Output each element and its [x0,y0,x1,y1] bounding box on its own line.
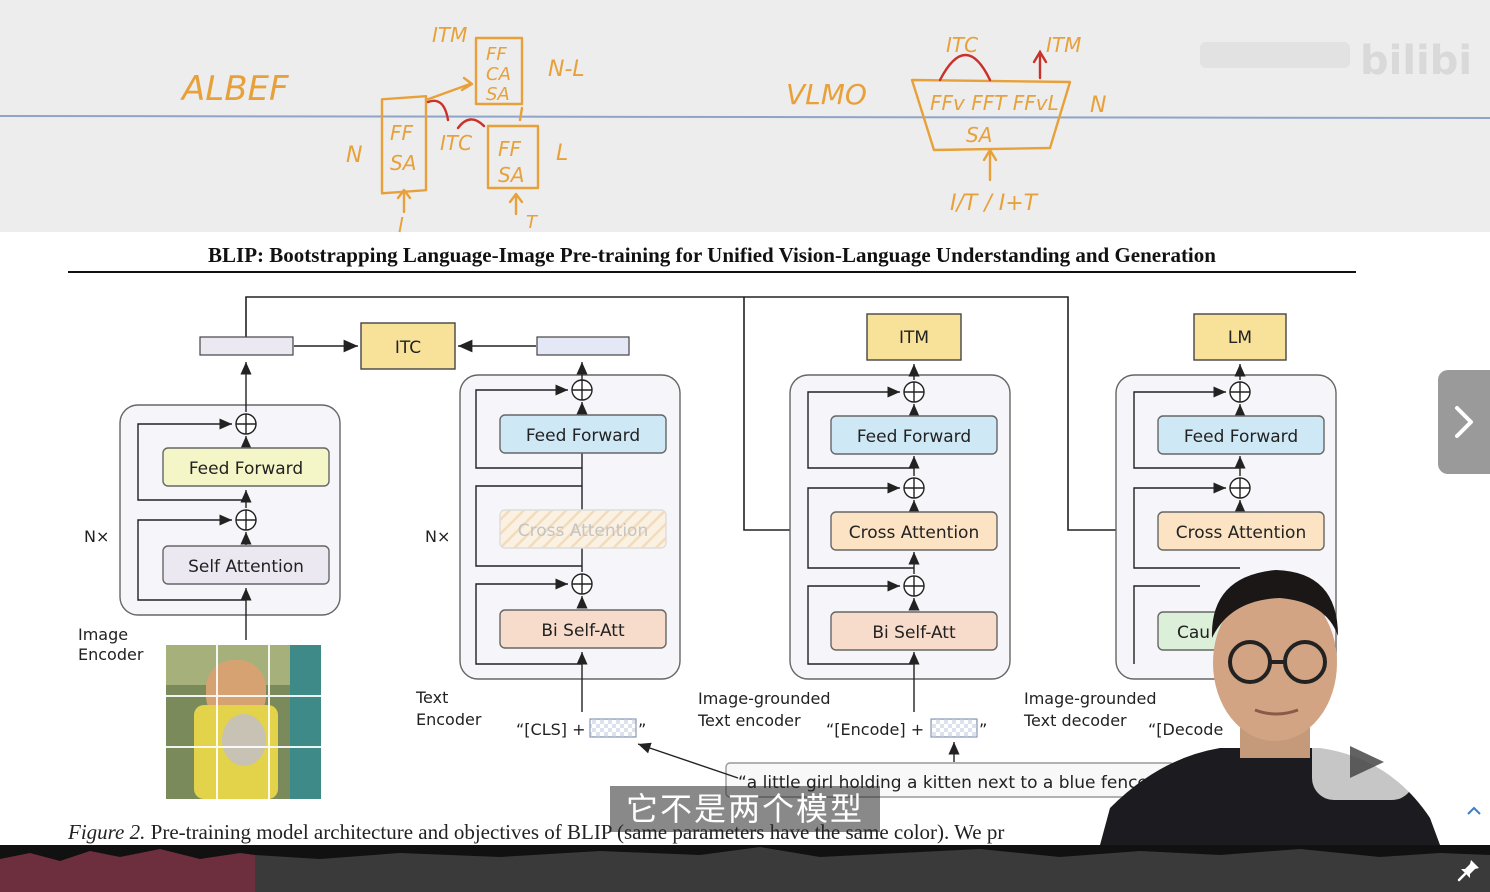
grounded-text-encoder: Feed Forward Cross Attention Bi Self-Att… [697,364,1011,739]
vlmo-label: VLMO [786,78,867,111]
albef-sketch: FF SA FF CA SA FF SA ITM ITC N-L N L I T [346,23,585,237]
progress-played [0,849,255,892]
image-encoder-label-1: Image [78,625,128,644]
itc-box [360,322,456,370]
albef-ff-3: FF [498,137,522,161]
caption-label: Figure 2. [68,820,146,844]
vlmo-itc: ITC [946,33,978,57]
image-feed-forward-label: Feed Forward [189,459,303,479]
albef-i: I [398,213,404,232]
progress-waveform[interactable] [0,845,1490,892]
cls-placeholder [589,718,637,738]
chevron-up-icon[interactable] [1464,800,1484,820]
decoder-label-2: Text decoder [1023,711,1127,730]
vlmo-sketch: ITC ITM FFv FFT FFvL SA N I/T / I+T [910,33,1106,216]
text-cross-attention-label: Cross Attention [518,521,648,541]
play-icon[interactable] [1308,700,1418,804]
grounded-cross-attention-label: Cross Attention [849,523,979,543]
vlmo-n: N [1090,93,1106,118]
blip-diagram: ITC ITM LM Feed Forward [78,296,1337,799]
albef-itm: ITM [432,23,467,47]
decoder-cross-attention-label: Cross Attention [1176,523,1306,543]
text-bi-self-att [499,609,667,649]
albef-l: L [556,141,568,166]
decode-token: “[Decode [1148,720,1223,739]
text-cross-attention-disabled [499,509,667,549]
text-encoder: Feed Forward Cross Attention Bi Self-Att… [415,362,681,739]
text-nx: N× [425,527,450,546]
lm-label: LM [1228,328,1252,348]
grounded-bi-self-att [830,611,998,651]
vlmo-inputs: I/T / I+T [950,191,1039,216]
albef-sa-1: SA [390,151,416,175]
decoder-feed-forward [1157,415,1325,455]
decoder-label-1: Image-grounded [1024,689,1157,708]
whiteboard-area: ALBEF VLMO FF SA FF CA SA FF SA I T [0,0,1490,237]
albef-ff-1: FF [390,121,414,145]
image-encoder-label-2: Encoder [78,645,144,664]
whiteboard-sketch: ALBEF VLMO FF SA FF CA SA FF SA I T [0,23,1490,237]
chevron-right-icon [1455,406,1473,438]
grounded-feed-forward [830,415,998,455]
image-self-attention [162,545,330,585]
decoder-feed-forward-label: Feed Forward [1184,427,1298,447]
vlmo-ffs: FFv FFT FFvL [930,91,1059,115]
decoder-causal-label: Cau [1177,623,1210,643]
albef-sa-2: SA [486,84,510,105]
albef-sa-3: SA [498,163,524,187]
text-encoder-label-2: Encoder [416,710,482,729]
image-feed-forward [162,447,330,487]
albef-ff-2: FF [486,44,507,65]
decoder-cross-attention [1157,511,1325,551]
input-image [166,645,321,799]
image-encoder: Feed Forward Self Attention N× Image Enc… [78,362,341,664]
grounded-encoder-label-2: Text encoder [697,711,801,730]
albef-ca: CA [486,64,511,85]
itc-label: ITC [395,338,421,358]
text-bi-self-att-label: Bi Self-Att [541,621,625,641]
grounded-encoder-label-1: Image-grounded [698,689,831,708]
albef-t: T [526,212,539,232]
image-self-attention-label: Self Attention [188,557,304,577]
cls-token-end: ” [638,720,646,739]
vlmo-sa: SA [966,123,992,147]
albef-n: N [346,143,362,168]
image-nx: N× [84,527,109,546]
albef-label: ALBEF [180,69,289,109]
text-feed-forward-label: Feed Forward [526,426,640,446]
watermark-text: bilibili [1360,38,1470,84]
itm-label: ITM [899,328,929,348]
grounded-bi-self-att-label: Bi Self-Att [872,623,956,643]
grounded-cross-attention [830,511,998,551]
progress-remaining [255,847,1490,892]
text-embedding [536,336,630,356]
text-encoder-label-1: Text [415,688,448,707]
itm-box [866,313,962,361]
albef-itc: ITC [440,131,472,155]
bilibili-watermark: bilibili [1200,38,1470,84]
whiteboard-divider [0,115,1490,119]
grounded-feed-forward-label: Feed Forward [857,427,971,447]
albef-n-minus-l: N-L [548,57,585,82]
lm-box [1193,313,1287,361]
title-rule [68,271,1356,273]
image-embedding [199,336,294,356]
encode-token-end: ” [979,720,987,739]
pin-icon[interactable] [1456,857,1482,883]
encode-placeholder [930,718,978,738]
paper-title: BLIP: Bootstrapping Language-Image Pre-t… [208,243,1216,267]
cls-token: “[CLS] + [516,720,586,739]
video-subtitle: 它不是两个模型 [610,786,881,832]
video-frame[interactable]: ALBEF VLMO FF SA FF CA SA FF SA I T [0,0,1490,845]
text-feed-forward [499,414,667,454]
vlmo-itm: ITM [1046,33,1081,57]
encode-token: “[Encode] + [826,720,924,739]
next-button[interactable] [1438,370,1490,474]
player-bar [0,845,1490,892]
